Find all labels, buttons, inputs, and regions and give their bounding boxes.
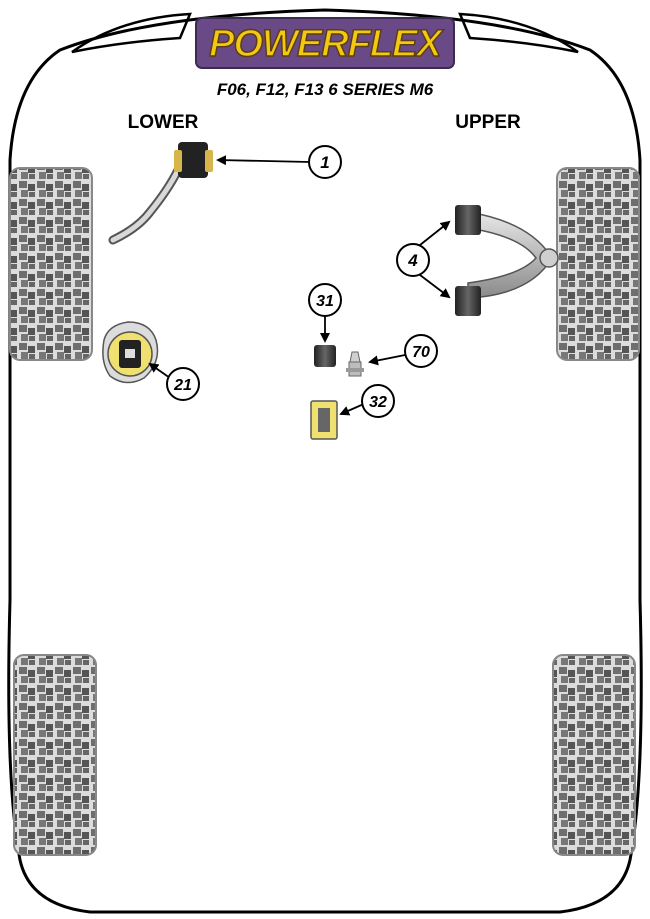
callout-4-label: 4 — [407, 251, 418, 270]
callout-1-label: 1 — [320, 153, 329, 172]
car-body-outline — [7, 8, 643, 914]
part-32-insert — [310, 400, 338, 440]
tyre-front-left — [9, 167, 93, 361]
callout-32: 32 — [361, 384, 395, 418]
right-mirror-outline — [458, 12, 579, 54]
tyre-rear-left — [13, 654, 97, 856]
arrow-70 — [368, 354, 406, 366]
tyre-front-right — [556, 167, 640, 361]
callout-70-label: 70 — [412, 344, 430, 361]
callout-21: 21 — [166, 367, 200, 401]
callout-70: 70 — [404, 334, 438, 368]
lower-anti-roll-bar-part — [108, 142, 213, 245]
top-mount-part — [102, 321, 159, 384]
tyre-rear-right — [552, 654, 636, 856]
callout-1: 1 — [308, 145, 342, 179]
arrow-4-upper — [419, 220, 451, 246]
callout-4: 4 — [396, 243, 430, 277]
upper-label: UPPER — [455, 112, 521, 133]
part-70-fastener — [346, 351, 364, 377]
callout-32-label: 32 — [369, 394, 387, 411]
callout-31-label: 31 — [316, 293, 334, 310]
callout-21-label: 21 — [173, 377, 192, 394]
part-31-bush — [314, 345, 336, 367]
arrow-1 — [216, 155, 311, 166]
arrow-21 — [148, 362, 171, 379]
logo-text: POWERFLEX — [209, 23, 444, 65]
model-title: F06, F12, F13 6 SERIES M6 — [217, 80, 434, 99]
powerflex-logo: POWERFLEX — [195, 17, 455, 69]
upper-wishbone-part — [455, 205, 559, 316]
lower-label: LOWER — [128, 112, 199, 133]
arrow-4-lower — [419, 274, 451, 299]
callout-31: 31 — [308, 283, 342, 317]
left-mirror-outline — [71, 12, 192, 54]
